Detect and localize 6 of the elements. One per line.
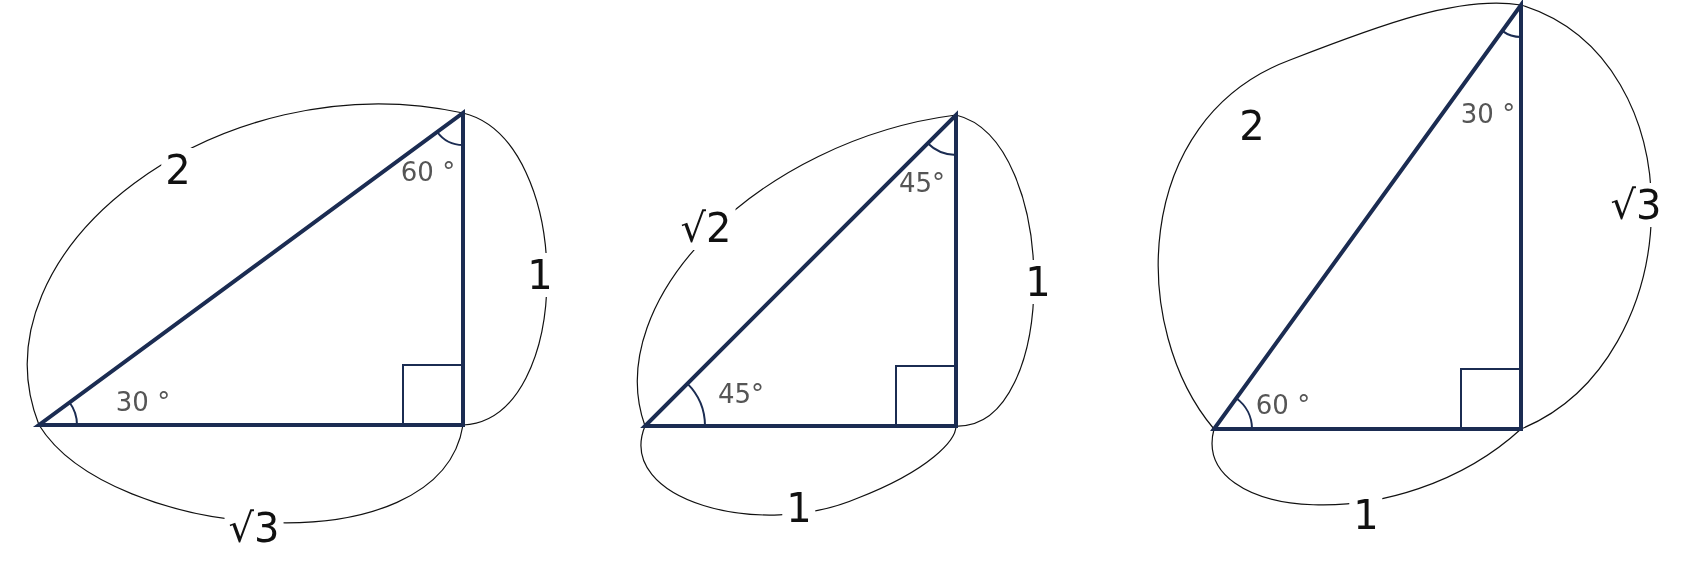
angle-label: 30 ° (1460, 99, 1516, 129)
angle-label: 45° (898, 168, 946, 198)
angle-label: 60 ° (400, 157, 456, 187)
angle-label: 60 ° (1255, 390, 1311, 420)
angle-label: 45° (717, 379, 765, 409)
angle-label: 30 ° (115, 387, 171, 417)
